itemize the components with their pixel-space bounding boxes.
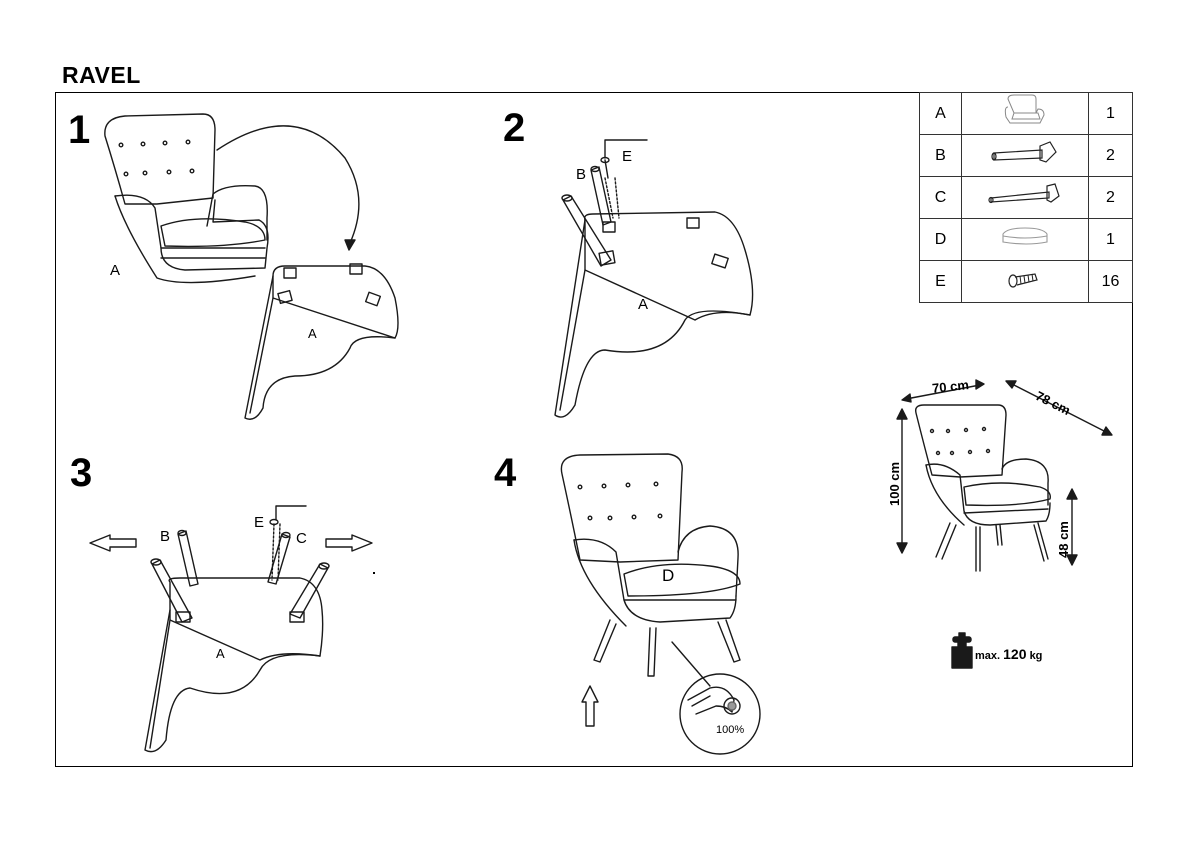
step2-seat-label-a: A (638, 296, 649, 313)
step1-seat-label-a: A (308, 326, 317, 341)
chair-base (160, 247, 266, 259)
chair-body-outline (114, 194, 269, 271)
parts-row: B 2 (919, 134, 1133, 177)
part-qty: 1 (1088, 218, 1133, 261)
parts-row: A 1 (919, 92, 1133, 135)
instruction-frame (55, 92, 1133, 767)
leg-short-icon (991, 141, 1057, 163)
part-icon-cell (961, 260, 1089, 303)
torque-label: 100% (716, 724, 745, 736)
parts-table: A 1 B 2 C 2 (919, 92, 1133, 303)
dimension-seat-height: 48 cm (1056, 521, 1071, 558)
chair-seat (623, 563, 741, 597)
part-id: D (919, 218, 962, 261)
step3-label-b: B (160, 528, 171, 545)
leg-front-right (647, 627, 657, 677)
chair-left-outer (573, 539, 627, 627)
dimension-height: 100 cm (887, 461, 902, 506)
seat-body-flip (554, 219, 751, 418)
part-qty: 2 (1088, 134, 1133, 177)
step1-label-a: A (110, 262, 121, 279)
seat-bottom-outline (583, 211, 754, 321)
part-icon-cell (961, 92, 1089, 135)
stray-dot (373, 572, 375, 574)
flip-arrow-head (344, 239, 356, 251)
chair-back-outline (104, 113, 216, 205)
chair-back-outline (914, 404, 1007, 478)
chair-arm-right (677, 525, 739, 597)
leg-long-icon (988, 183, 1060, 204)
detail-circle (679, 673, 761, 755)
weight-icon (951, 632, 973, 669)
arrow-right (325, 534, 373, 552)
chair-left-side (114, 195, 256, 284)
part-icon-cell (961, 176, 1089, 219)
chair-arm-right (206, 184, 268, 241)
parts-row: C 2 (919, 176, 1133, 219)
part-qty: 2 (1088, 176, 1133, 219)
max-load-prefix: max. (975, 650, 1001, 662)
step1-illustration (104, 113, 399, 420)
leg-c-right-1 (289, 563, 329, 619)
cushion-icon (1002, 227, 1048, 245)
part-id: B (919, 134, 962, 177)
leg-front-left (593, 619, 617, 663)
step2-illustration (554, 139, 754, 418)
seat-body-flip (144, 609, 321, 753)
part-id: A (919, 92, 962, 135)
hex-key (275, 505, 307, 521)
step3-seat-label-a: A (216, 646, 225, 661)
step4-label-d: D (662, 566, 675, 585)
leg-b-left-1 (151, 559, 193, 623)
leg-b-left-2 (177, 530, 199, 587)
dimensions-illustration (896, 379, 1113, 572)
part-qty: 16 (1088, 260, 1133, 303)
arrow-up (581, 685, 599, 727)
leg-mounting (590, 166, 612, 226)
flip-arrow-arc (216, 125, 360, 244)
step-number-1: 1 (68, 108, 91, 152)
seat-body-flip (244, 275, 396, 420)
step2-label-b: B (576, 166, 587, 183)
part-qty: 1 (1088, 92, 1133, 135)
step-number-2: 2 (503, 106, 526, 150)
leg-b-removed (562, 195, 612, 267)
step-number-3: 3 (70, 451, 93, 495)
step3-label-c: C (296, 530, 307, 547)
step2-label-e: E (622, 148, 633, 165)
max-load: max. 120 kg (975, 646, 1042, 662)
max-load-value: 120 (1003, 646, 1027, 662)
chair-back-outline (560, 453, 683, 563)
part-id: C (919, 176, 962, 219)
seat-bottom-outline (272, 265, 399, 339)
detail-pointer (671, 641, 711, 687)
step4-illustration (560, 453, 761, 755)
armchair-icon (1004, 94, 1045, 124)
seat-bottom-outline (168, 577, 324, 661)
part-id: E (919, 260, 962, 303)
leg-back-right (717, 619, 741, 663)
product-title: RAVEL (62, 62, 141, 88)
part-icon-cell (961, 218, 1089, 261)
bolt-icon (1008, 273, 1038, 288)
step3-label-e: E (254, 514, 265, 531)
part-icon-cell (961, 134, 1089, 177)
max-load-unit: kg (1029, 650, 1043, 662)
step3-illustration (89, 505, 373, 753)
hex-key (604, 139, 648, 159)
step-number-4: 4 (494, 451, 517, 495)
chair-left-side (573, 538, 737, 623)
chair-seat (160, 218, 266, 248)
parts-row: E 16 (919, 260, 1133, 303)
parts-row: D 1 (919, 218, 1133, 261)
arrow-left (89, 534, 137, 552)
